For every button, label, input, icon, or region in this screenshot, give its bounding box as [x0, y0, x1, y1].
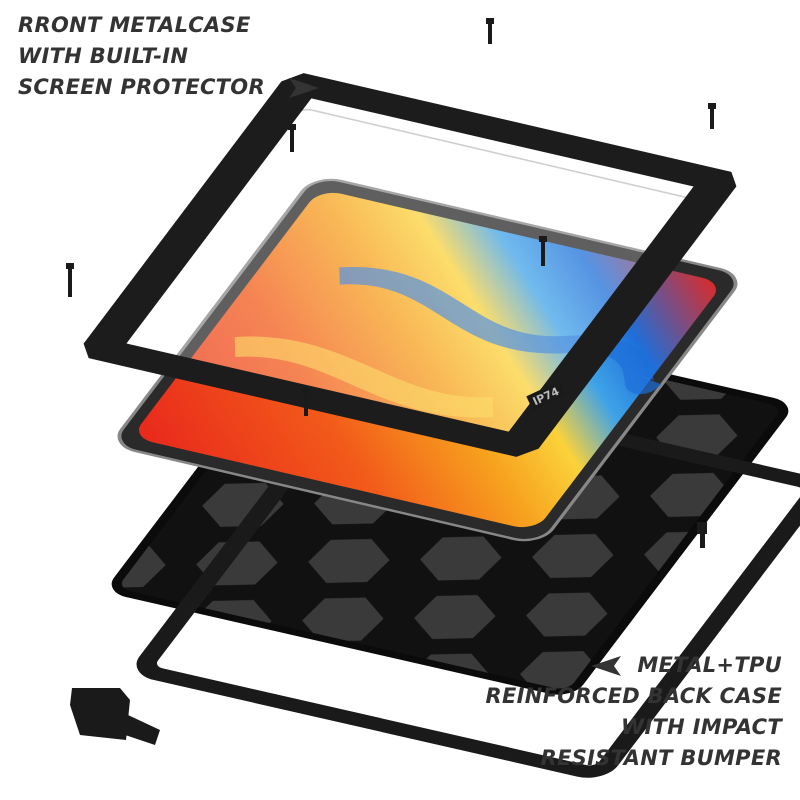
screw-icon — [697, 522, 707, 548]
back-case-caption: METAL+TPU REINFORCED BACK CASE WITH IMPA… — [485, 650, 782, 774]
caption-line: REINFORCED BACK CASE — [485, 684, 782, 708]
front-case-caption: RRONT METALCASE WITH BUILT-IN SCREEN PRO… — [18, 10, 321, 103]
arrow-left-icon — [591, 656, 622, 676]
caption-line: WITH BUILT-IN — [18, 44, 189, 68]
screw-icon — [288, 124, 296, 152]
phone-screen — [139, 192, 716, 528]
caption-line: SCREEN PROTECTOR — [18, 75, 265, 99]
screw-icon — [66, 263, 74, 297]
caption-line: WITH IMPACT — [620, 715, 782, 739]
caption-line: RESISTANT BUMPER — [540, 746, 782, 770]
screw-icon — [486, 18, 494, 44]
front-metal-frame — [83, 73, 737, 457]
screw-icon — [708, 103, 716, 129]
screw-icon — [302, 388, 310, 416]
phone — [117, 178, 738, 542]
caption-line: RRONT METALCASE — [18, 13, 251, 37]
arrow-right-icon — [288, 78, 319, 98]
screws — [66, 18, 716, 548]
port-plug — [70, 688, 160, 745]
caption-line: METAL+TPU — [637, 653, 782, 677]
screw-icon — [539, 236, 547, 266]
